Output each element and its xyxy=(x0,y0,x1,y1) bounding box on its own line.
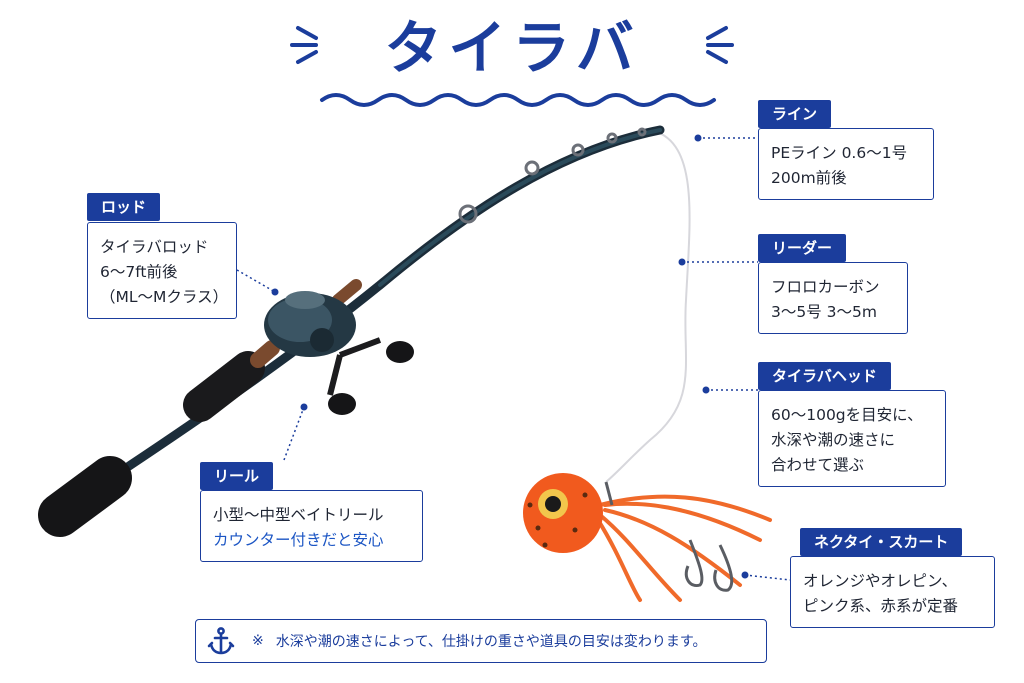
anchor-icon xyxy=(196,621,246,661)
fishing-line xyxy=(605,129,691,483)
note-text: 水深や潮の速さによって、仕掛けの重さや道具の目安は変わります。 xyxy=(275,634,707,650)
rod-label-box: タイラバロッド 6〜7ft前後 （ML〜Mクラス） xyxy=(87,222,237,319)
head-line-3: 合わせて選ぶ xyxy=(771,456,865,474)
skirt-tag: ネクタイ・スカート xyxy=(800,528,963,556)
reel-line-1: 小型〜中型ベイトリール xyxy=(213,506,384,524)
page-title: タイラバ xyxy=(384,14,640,82)
rod-tag: ロッド xyxy=(87,193,161,221)
rod-line-3: （ML〜Mクラス） xyxy=(100,288,229,306)
reel-tag: リール xyxy=(200,462,274,490)
reel-line-2: カウンター付きだと安心 xyxy=(213,531,384,549)
line-label-box: PEライン 0.6〜1号 200m前後 xyxy=(758,128,934,200)
note-mark: ※ xyxy=(252,633,264,649)
head-label-box: 60〜100gを目安に、 水深や潮の速さに 合わせて選ぶ xyxy=(758,390,946,487)
leader-tag: リーダー xyxy=(758,234,847,262)
note-box: ※ 水深や潮の速さによって、仕掛けの重さや道具の目安は変わります。 xyxy=(195,619,767,663)
line-line-2: 200m前後 xyxy=(771,169,847,187)
leader-label-box: フロロカーボン 3〜5号 3〜5m xyxy=(758,262,908,334)
rod-line-2: 6〜7ft前後 xyxy=(100,263,178,281)
reel-label-box: 小型〜中型ベイトリール カウンター付きだと安心 xyxy=(200,490,423,562)
head-tag: タイラバヘッド xyxy=(758,362,891,390)
skirt-line-1: オレンジやオレピン、 xyxy=(803,572,958,590)
reel-body xyxy=(264,291,414,415)
rod xyxy=(38,125,665,537)
lure xyxy=(523,473,772,602)
skirt-line-2: ピンク系、赤系が定番 xyxy=(803,597,959,615)
leader-line-1: フロロカーボン xyxy=(771,278,880,296)
line-line-1: PEライン 0.6〜1号 xyxy=(771,144,908,162)
callout-dots xyxy=(271,134,749,579)
title-decoration xyxy=(290,26,734,64)
head-line-2: 水深や潮の速さに xyxy=(771,431,896,449)
rod-line-1: タイラバロッド xyxy=(100,238,209,256)
line-tag: ライン xyxy=(758,100,832,128)
leader-line-2: 3〜5号 3〜5m xyxy=(771,303,877,321)
skirt-label-box: オレンジやオレピン、 ピンク系、赤系が定番 xyxy=(790,556,995,628)
head-line-1: 60〜100gを目安に、 xyxy=(771,406,923,424)
callout-leaders xyxy=(236,137,791,581)
title-wave xyxy=(320,93,716,107)
